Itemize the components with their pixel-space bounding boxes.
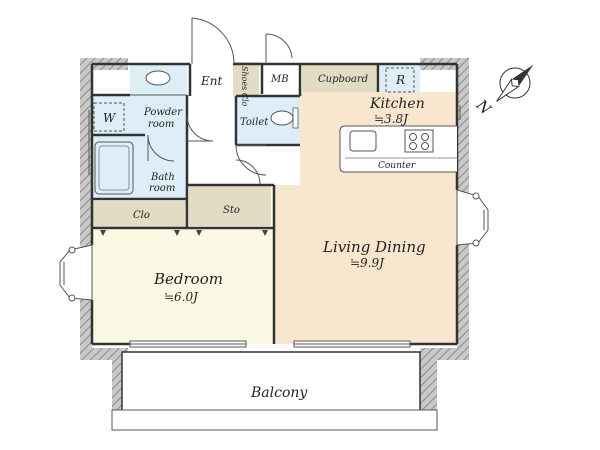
mb-closet xyxy=(263,64,299,94)
label-shoes-closet: Shoes Clo xyxy=(240,66,249,107)
label-counter: Counter xyxy=(378,161,416,171)
mb-door xyxy=(265,33,293,64)
shoes-closet-floor xyxy=(233,62,259,96)
pillar-top-left xyxy=(80,58,92,358)
closet-markers xyxy=(100,230,268,236)
refrigerator-space xyxy=(380,64,420,92)
bath-tub xyxy=(94,141,134,195)
bedroom-floor xyxy=(92,230,274,344)
pillar-right-lower xyxy=(420,340,469,410)
label-storage: Sto xyxy=(223,205,240,216)
toilet-tank xyxy=(292,107,299,129)
label-refrigerator: R xyxy=(395,73,405,87)
compass-icon xyxy=(496,64,534,102)
label-bedroom: Bedroom xyxy=(153,270,223,288)
label-kitchen: Kitchen xyxy=(369,96,425,112)
label-meter-box: MB xyxy=(270,74,289,85)
balcony-floor xyxy=(121,351,421,413)
label-kitchen-size: ≒3.8J xyxy=(374,112,409,126)
balcony-sashes xyxy=(129,340,411,348)
label-living-dining-size: ≒9.9J xyxy=(350,256,385,270)
burner-3 xyxy=(409,142,417,150)
living-door xyxy=(235,159,261,185)
label-balcony: Balcony xyxy=(250,385,308,401)
side-window-left xyxy=(59,244,93,302)
vanity-sink xyxy=(145,70,171,86)
burner-2 xyxy=(421,133,429,141)
label-entrance: Ent xyxy=(200,74,222,88)
label-cupboard: Cupboard xyxy=(318,74,368,85)
kitchen-stove xyxy=(404,129,434,153)
burner-4 xyxy=(421,142,429,150)
label-powder-2: room xyxy=(148,119,174,130)
cupboard-floor xyxy=(302,64,378,92)
toilet-door xyxy=(235,144,267,176)
storage-floor xyxy=(189,186,271,226)
washer-space xyxy=(93,102,125,132)
side-window-right xyxy=(456,189,489,247)
bath-tub-inner xyxy=(98,145,130,191)
compass-label: N xyxy=(472,95,495,118)
bath-door xyxy=(147,134,175,162)
kitchen-sink xyxy=(349,130,377,152)
label-closet: Clo xyxy=(133,210,150,221)
label-toilet: Toilet xyxy=(240,117,269,128)
pillar-left-lower xyxy=(80,340,128,410)
burner-1 xyxy=(409,133,417,141)
balcony-railing xyxy=(111,409,438,431)
toilet-bowl xyxy=(270,110,294,126)
label-powder-1: Powder xyxy=(143,107,183,118)
label-washer: W xyxy=(103,111,117,125)
refrigerator-box xyxy=(385,67,415,93)
entrance-door xyxy=(191,17,235,65)
powder-door xyxy=(186,114,214,142)
label-bath-2: room xyxy=(149,183,175,194)
closet-floor xyxy=(92,201,186,228)
label-living-dining: Living Dining xyxy=(322,238,426,256)
label-bedroom-size: ≒6.0J xyxy=(164,290,199,304)
label-bath-1: Bath xyxy=(150,172,175,183)
powder-room-floor xyxy=(92,95,187,135)
